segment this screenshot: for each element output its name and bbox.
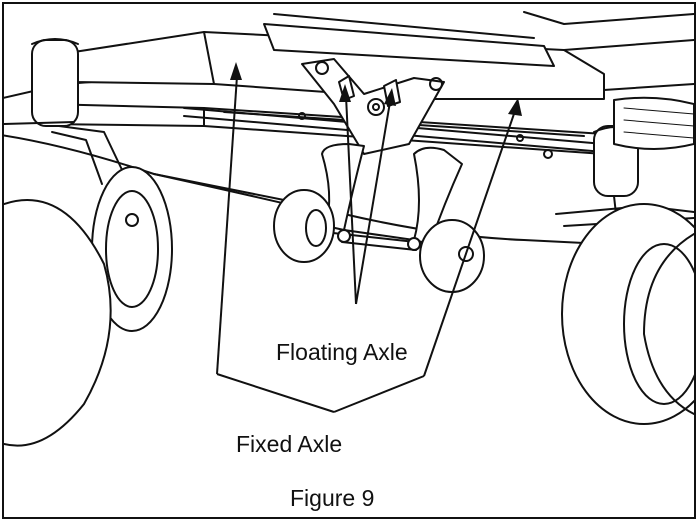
fixed-axle-right-arrowhead bbox=[508, 98, 522, 116]
left-caster-pivot bbox=[31, 39, 79, 127]
floating-axle-right-arrowhead bbox=[384, 88, 396, 106]
floating-axle-left-arrowhead bbox=[339, 84, 351, 102]
callout-leaders bbox=[216, 62, 522, 413]
figure-caption: Figure 9 bbox=[290, 485, 375, 511]
yoke-arm-right bbox=[413, 146, 463, 245]
right-caster-wheel bbox=[561, 203, 694, 425]
floating-axle-label: Floating Axle bbox=[276, 339, 408, 365]
yoke-arm-left bbox=[321, 143, 365, 231]
fixed-axle-label: Fixed Axle bbox=[236, 431, 343, 457]
mower-deck-illustration bbox=[4, 11, 694, 447]
fixed-axle-left-arrowhead bbox=[230, 62, 242, 80]
